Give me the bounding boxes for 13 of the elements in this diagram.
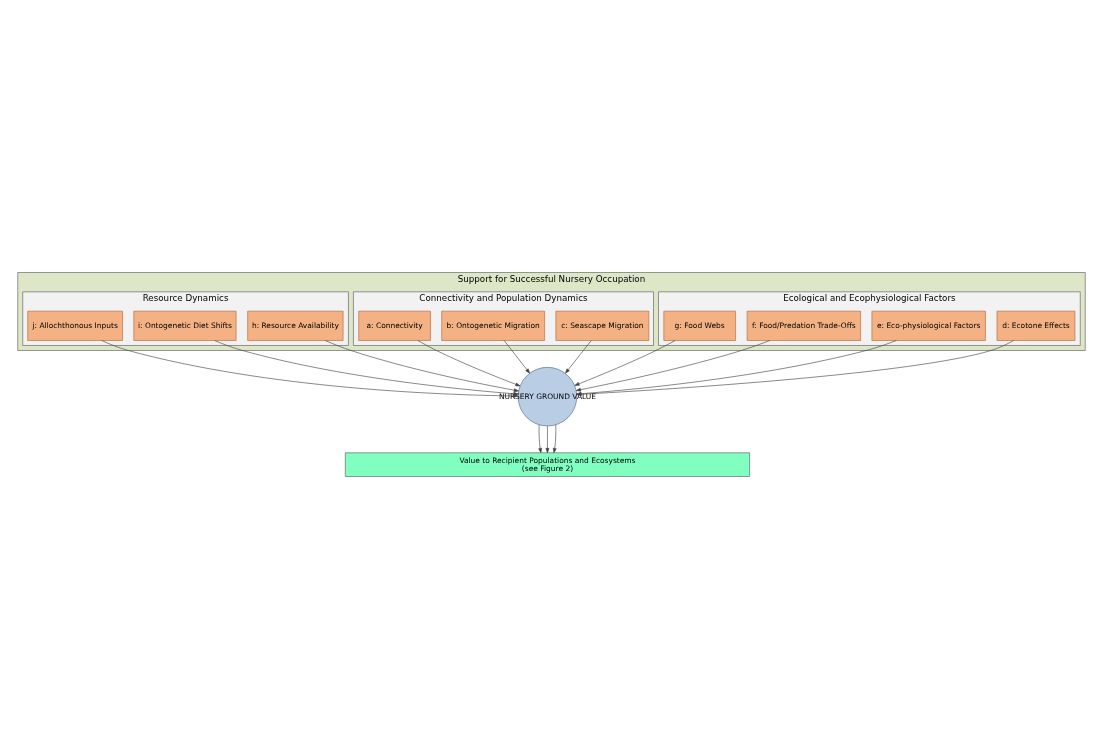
arrow <box>552 424 557 453</box>
arrow <box>565 339 592 373</box>
arrow <box>538 424 542 453</box>
arrow <box>576 339 897 396</box>
arrow <box>324 339 519 392</box>
arrow <box>545 425 550 453</box>
arrow <box>101 339 519 398</box>
arrow <box>575 339 771 391</box>
arrow <box>503 339 530 373</box>
arrow <box>574 339 676 386</box>
arrow <box>417 339 521 386</box>
arrow <box>576 339 1014 396</box>
arrow <box>214 339 519 396</box>
